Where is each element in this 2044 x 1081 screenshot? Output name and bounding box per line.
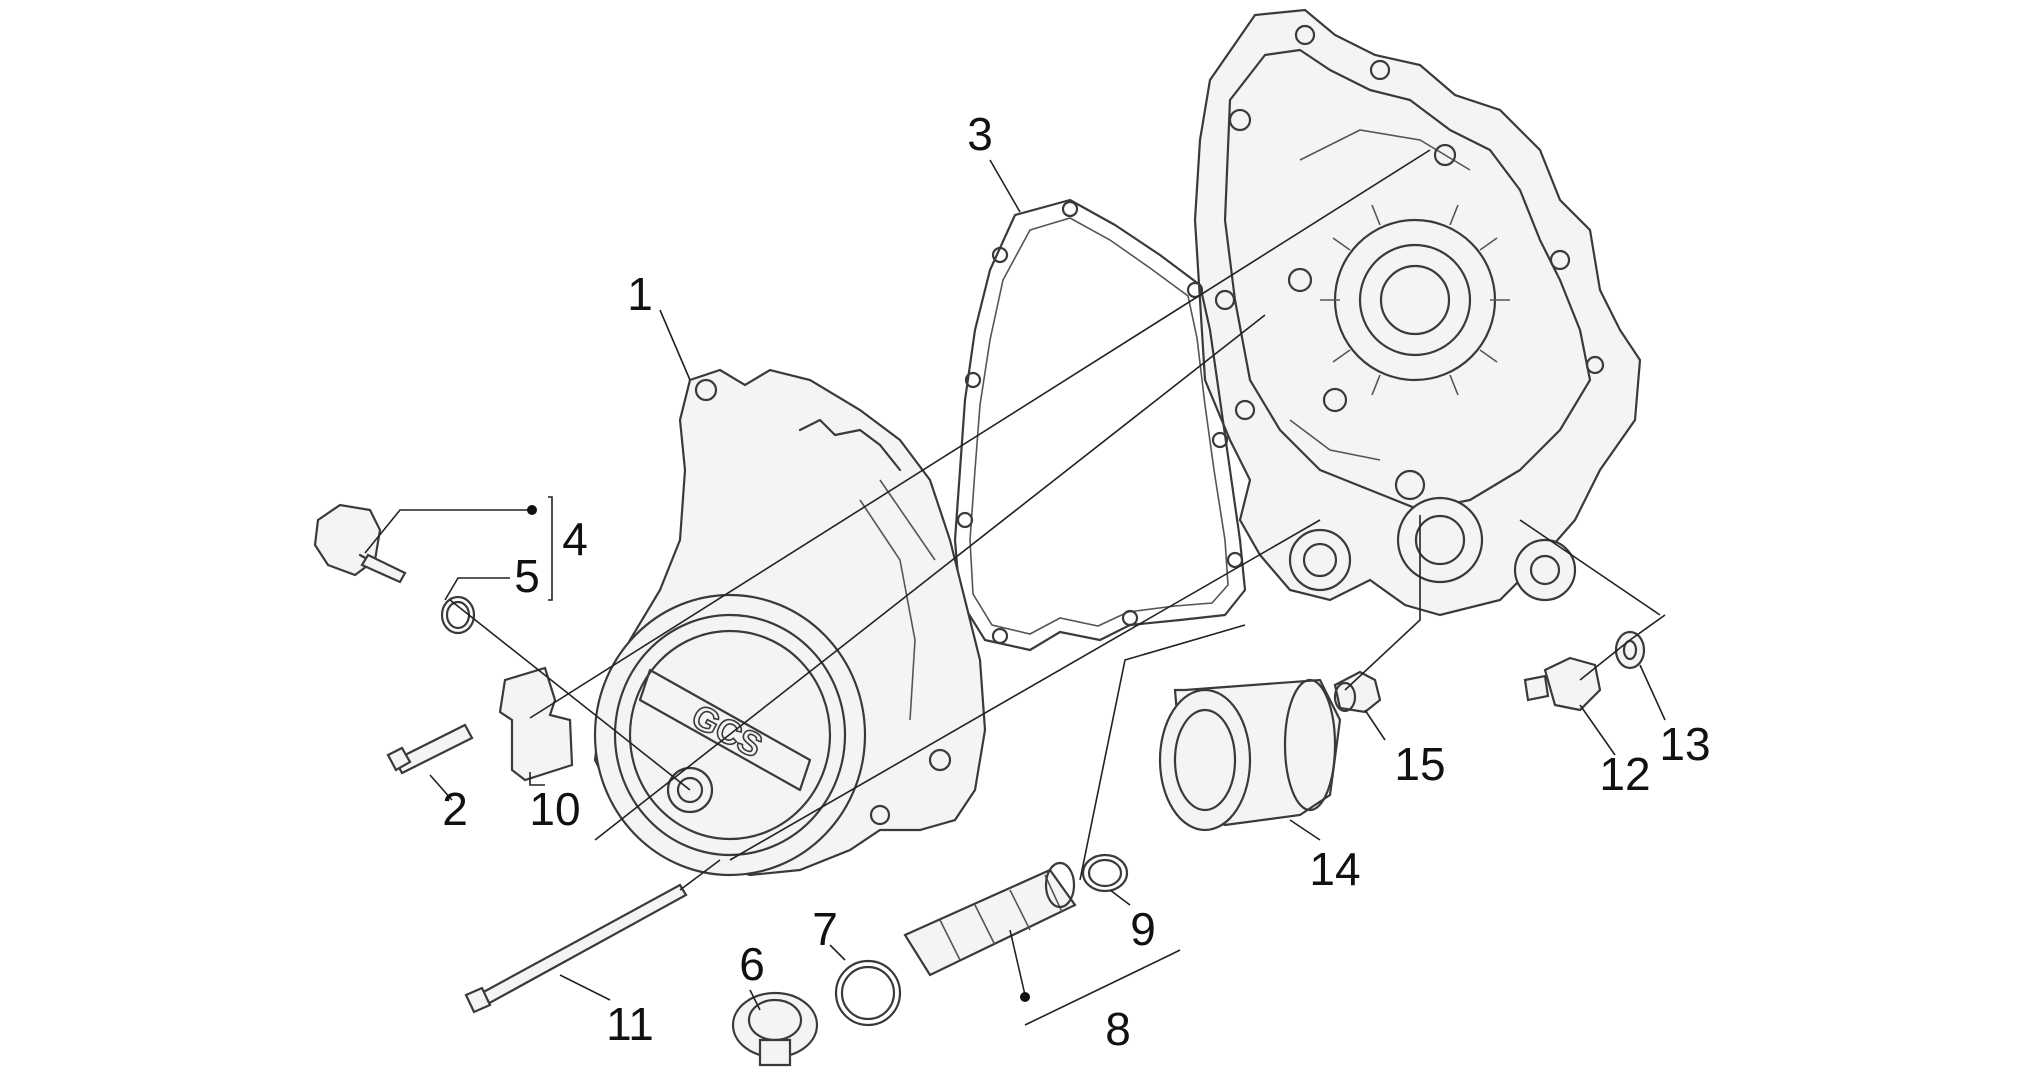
callout-5: 5 xyxy=(514,550,540,602)
sensor xyxy=(1333,670,1382,714)
callout-3: 3 xyxy=(967,108,993,160)
callout-13: 13 xyxy=(1659,718,1710,770)
callout-9: 9 xyxy=(1130,903,1156,955)
switch-and-washer xyxy=(1523,630,1646,712)
oil-strainer xyxy=(903,861,1077,977)
assembly-lines xyxy=(449,149,1666,891)
callout-8: 8 xyxy=(1105,1003,1131,1055)
callout-14: 14 xyxy=(1309,843,1360,895)
bolts-and-bracket xyxy=(386,666,688,1014)
strainer-oring xyxy=(1081,853,1129,893)
drain-plug xyxy=(731,991,819,1067)
callout-12: 12 xyxy=(1599,748,1650,800)
callout-10: 10 xyxy=(529,783,580,835)
callout-1: 1 xyxy=(627,268,653,320)
drain-oring xyxy=(834,959,902,1027)
callout-15: 15 xyxy=(1394,738,1445,790)
oil-filter xyxy=(1158,678,1342,832)
callout-4: 4 xyxy=(562,513,588,565)
flywheel-cover: GCS xyxy=(593,368,987,877)
callout-11: 11 xyxy=(606,998,654,1050)
callout-6: 6 xyxy=(739,938,765,990)
callout-leaders xyxy=(364,159,1666,1026)
gasket xyxy=(953,198,1247,652)
callout-labels: 1 2 3 4 5 6 7 8 9 10 11 12 13 14 15 xyxy=(442,108,1710,1055)
dipstick xyxy=(313,503,476,635)
callout-7: 7 xyxy=(812,903,838,955)
crankcase xyxy=(1193,8,1642,617)
callout-2: 2 xyxy=(442,783,468,835)
